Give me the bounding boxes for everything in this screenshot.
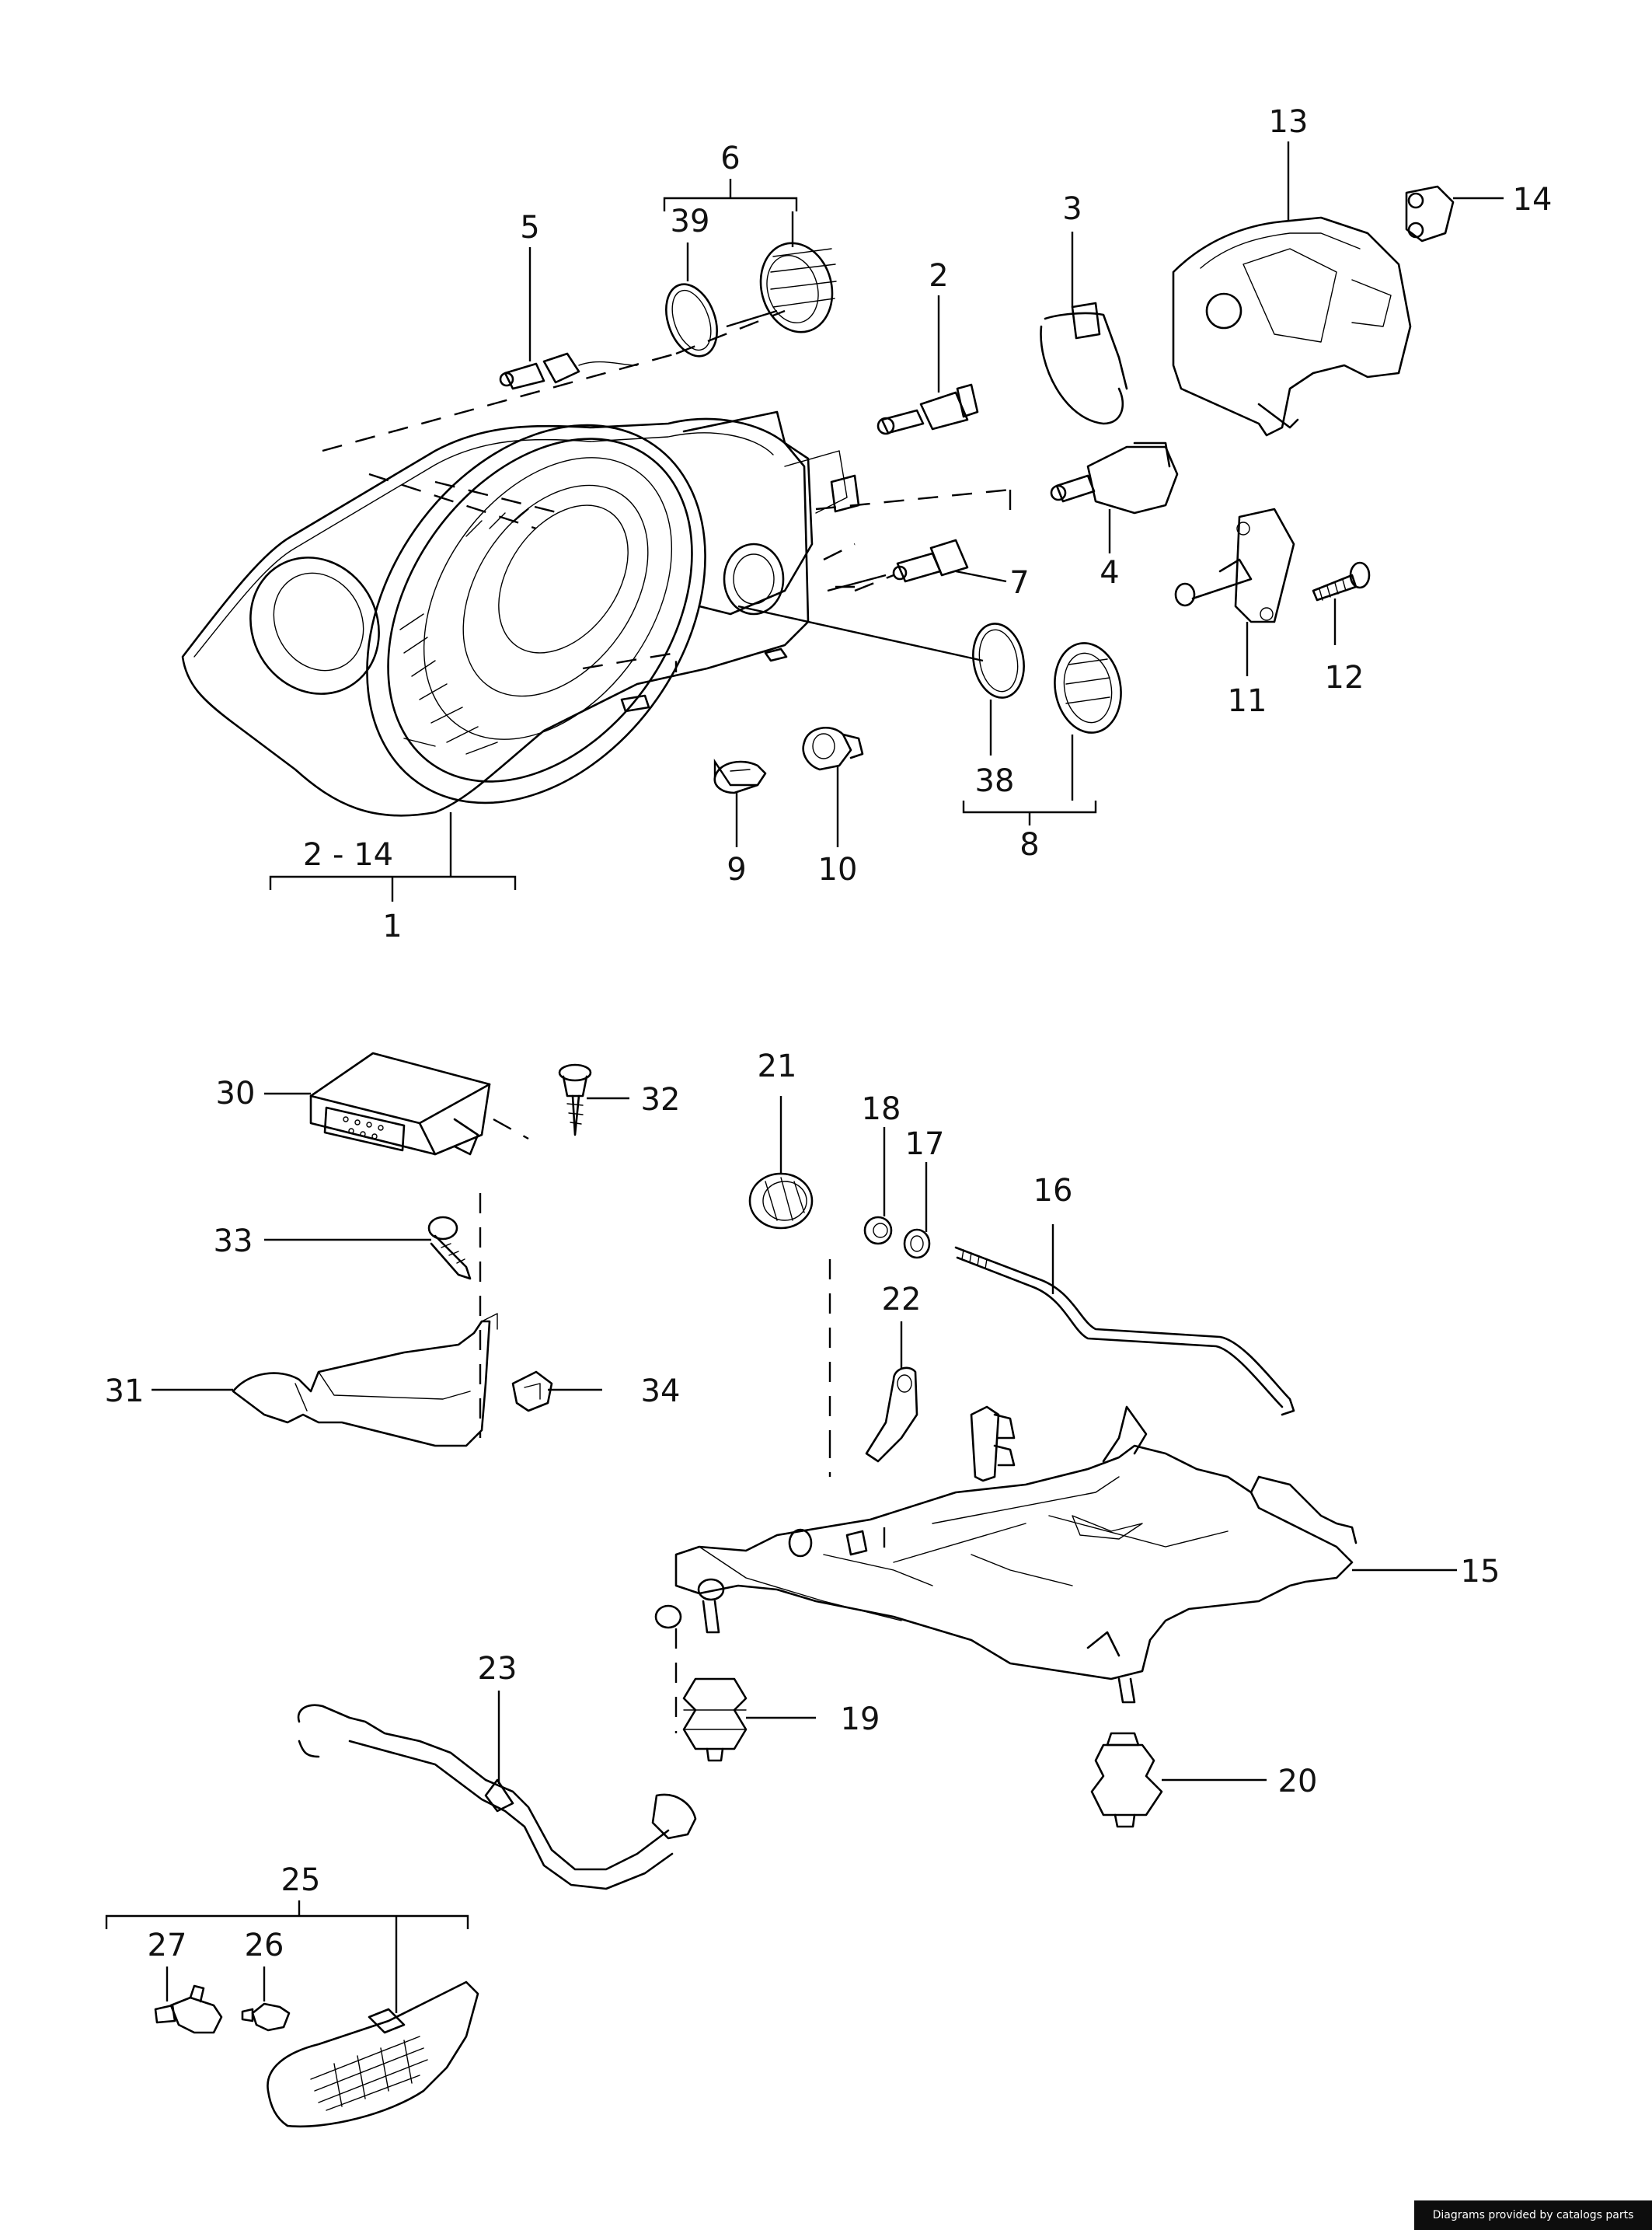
label-20: 20 (1278, 1764, 1318, 1799)
label-25: 25 (281, 1862, 321, 1898)
rubber-mount-19 (682, 1677, 748, 1762)
label-13: 13 (1269, 104, 1309, 140)
assembly-lines-top (322, 309, 1012, 787)
leaders-side-lamp (105, 1900, 469, 2013)
socket-part-7 (892, 539, 969, 583)
label-27: 27 (148, 1928, 187, 1963)
bulb-part-26 (241, 2002, 291, 2032)
label-8: 8 (1019, 827, 1039, 863)
seal-ring-39 (665, 283, 718, 358)
label-18: 18 (862, 1091, 901, 1127)
label-21: 21 (758, 1049, 797, 1084)
socket-part-10 (802, 727, 864, 771)
label-19: 19 (841, 1701, 880, 1737)
label-38: 38 (975, 763, 1015, 799)
label-3: 3 (1062, 191, 1082, 227)
label-11: 11 (1228, 683, 1267, 719)
label-34: 34 (641, 1373, 681, 1409)
housing-cover-13 (1172, 216, 1412, 437)
leaders-lower-left (152, 1092, 629, 1438)
label-5: 5 (520, 210, 539, 246)
label-33: 33 (214, 1223, 253, 1259)
side-marker-lamp-25 (267, 1980, 479, 2127)
label-22: 22 (882, 1282, 922, 1317)
bulb-part-2 (877, 383, 979, 435)
cap-part-6 (759, 242, 837, 333)
headlight-assembly (181, 410, 860, 817)
leaders-lower-right (497, 1096, 1457, 1784)
label-32: 32 (641, 1082, 681, 1118)
bushing-18 (863, 1216, 893, 1245)
label-2: 2 (929, 258, 948, 294)
control-module-30 (309, 1052, 491, 1156)
credit-badge: Diagrams provided by catalogs parts (1414, 2200, 1652, 2230)
label-16: 16 (1033, 1173, 1073, 1209)
screw-part-33 (427, 1216, 472, 1280)
label-15: 15 (1461, 1554, 1500, 1590)
label-14: 14 (1513, 182, 1553, 218)
seal-ring-38 (972, 623, 1025, 699)
screw-part-32 (558, 1063, 592, 1136)
label-31: 31 (105, 1373, 145, 1409)
label-12: 12 (1325, 660, 1364, 696)
label-1: 1 (382, 909, 402, 944)
label-10: 10 (818, 852, 858, 888)
callout-labels: 1 2 - 14 2 3 4 5 6 7 8 9 10 11 12 13 14 … (105, 104, 1553, 1963)
carrier-frame-15 (654, 1405, 1357, 1704)
label-17: 17 (905, 1126, 945, 1162)
socket-part-27 (154, 1984, 223, 2034)
label-9: 9 (727, 852, 746, 888)
label-6: 6 (720, 141, 740, 176)
bulb-part-9 (713, 760, 767, 794)
label-39: 39 (671, 204, 710, 239)
label-26: 26 (245, 1928, 284, 1963)
bracket-part-31 (232, 1313, 498, 1447)
gasket-part-11 (1174, 508, 1295, 623)
cap-part-8 (1054, 642, 1122, 734)
washer-17 (903, 1228, 931, 1259)
grommet-21 (748, 1172, 814, 1230)
clip-22 (865, 1366, 918, 1463)
clip-part-14 (1405, 185, 1455, 243)
screw-part-12 (1312, 561, 1371, 602)
clip-ring-3 (1040, 302, 1128, 425)
leaders-top (269, 141, 1504, 902)
hose-23 (297, 1704, 697, 1890)
label-2-14: 2 - 14 (303, 837, 393, 873)
clip-nut-34 (511, 1370, 553, 1412)
label-7: 7 (1009, 565, 1029, 601)
label-4: 4 (1100, 555, 1119, 591)
shaft-16 (954, 1246, 1295, 1416)
label-30: 30 (216, 1076, 256, 1112)
bulb-part-4 (1050, 441, 1179, 515)
rubber-mount-20 (1090, 1732, 1163, 1828)
label-23: 23 (478, 1651, 518, 1687)
